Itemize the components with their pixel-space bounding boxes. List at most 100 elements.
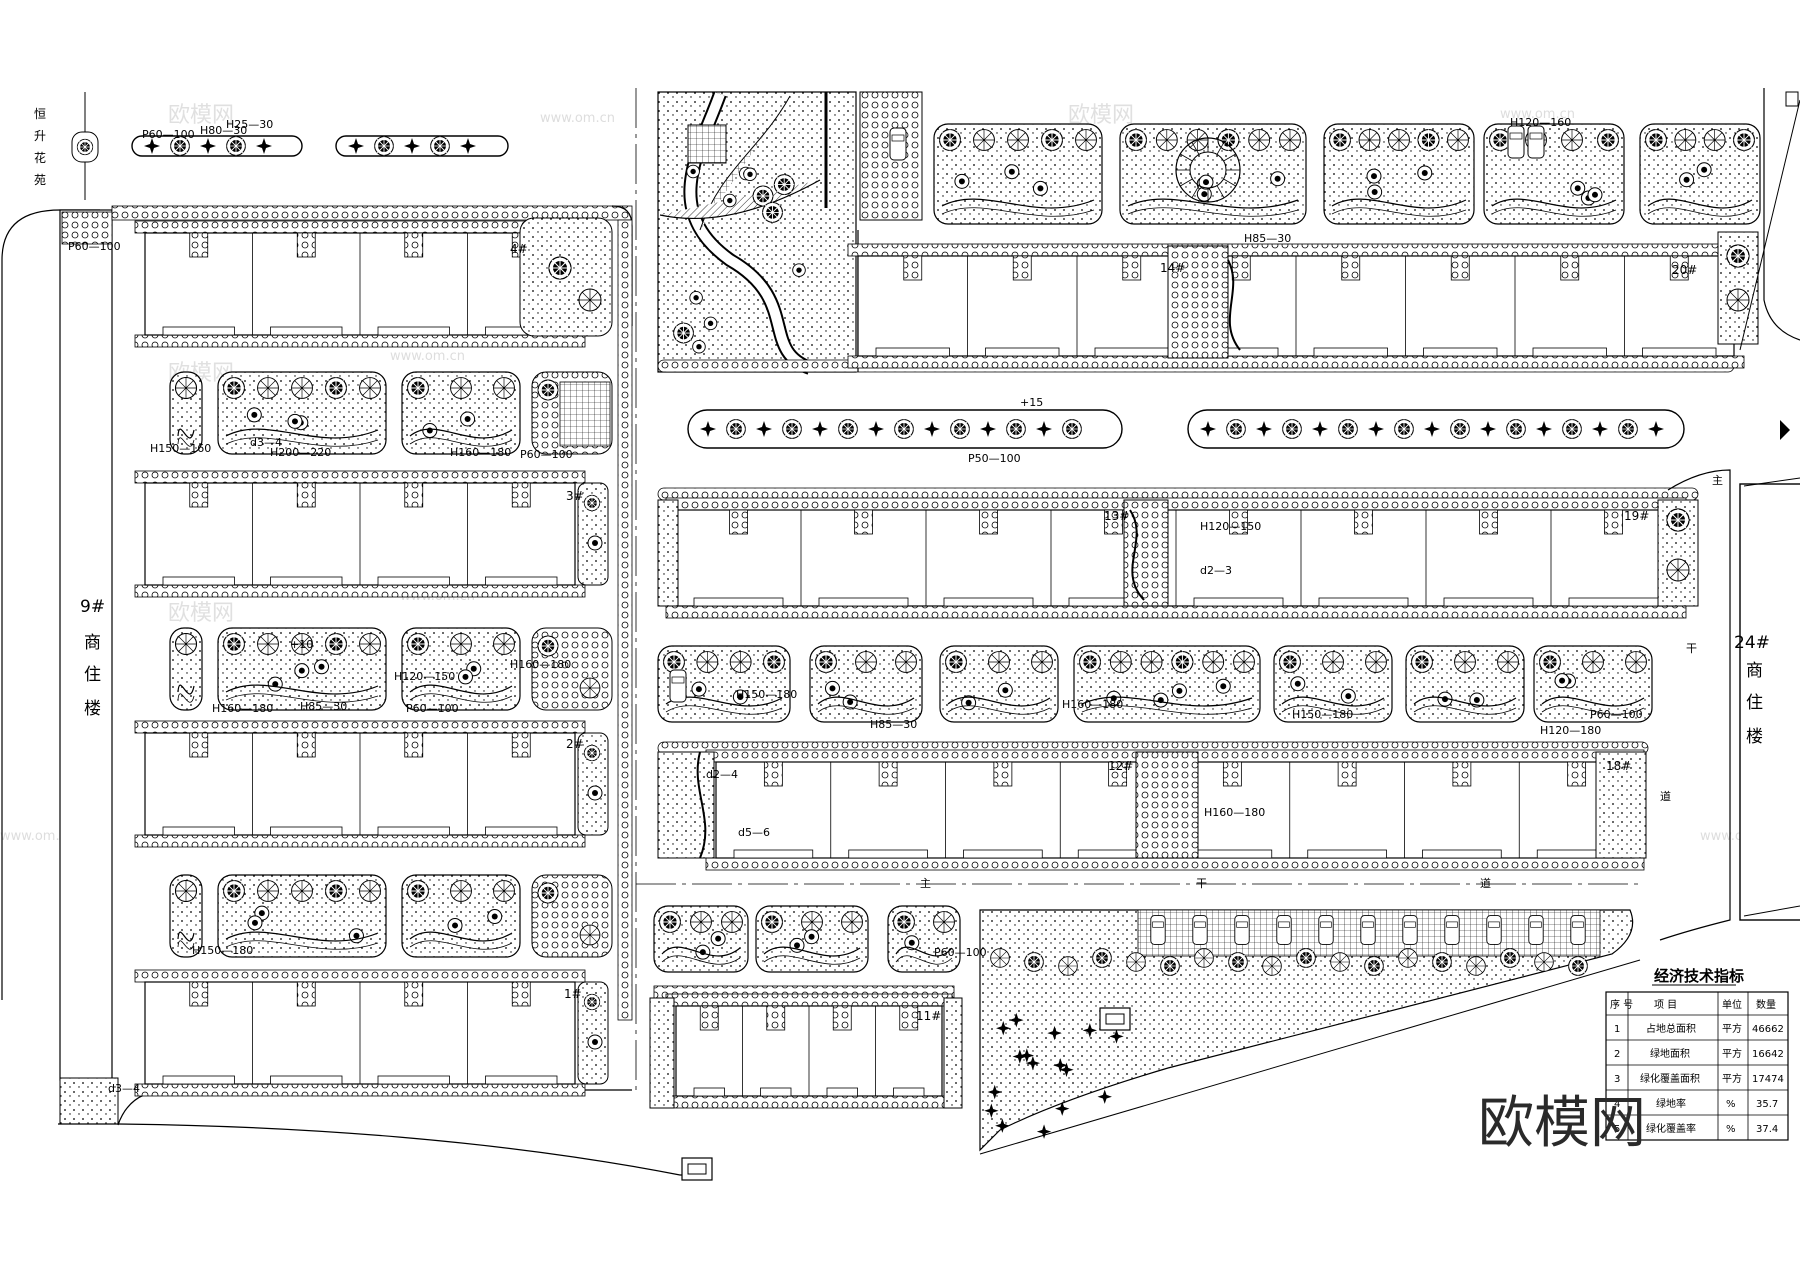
entry-walk: [1231, 255, 1251, 281]
treeO-symbol: [1233, 651, 1255, 673]
car-symbol: [1150, 915, 1166, 945]
svg-text:升: 升: [34, 129, 46, 143]
watermark-text: www.om.cn: [390, 349, 465, 364]
building-13-number: 13#: [1104, 509, 1129, 523]
treeO-symbol: [1202, 651, 1225, 673]
shrub-symbol: [691, 681, 707, 697]
tree-symbol: [1228, 952, 1248, 972]
svg-text:H120—150: H120—150: [1200, 520, 1261, 533]
svg-text:单位: 单位: [1722, 998, 1742, 1011]
courtyard-walk: [1167, 245, 1229, 359]
paved-strip: [665, 605, 1687, 619]
treeO-symbol: [1454, 651, 1476, 673]
svg-text:H150—180: H150—180: [736, 688, 797, 701]
tree-symbol: [1726, 244, 1750, 268]
shrub-symbol: [1153, 692, 1169, 708]
paved-strip: [705, 857, 1645, 871]
garden-path-curve: [1413, 696, 1517, 707]
plan-line: [1216, 185, 1225, 198]
tree-symbol: [950, 419, 970, 439]
tree-symbol: [406, 632, 430, 656]
svg-text:17474: 17474: [1752, 1074, 1784, 1085]
tree-symbol: [814, 650, 838, 674]
tree-symbol: [374, 136, 394, 156]
garden-path-curve: [225, 940, 379, 950]
courtyard-walk: [1135, 751, 1199, 859]
tree-symbol: [583, 993, 601, 1011]
planting-annotations: P60—100 H80—30 H25—30 P60—100 H150—160 H…: [68, 116, 1643, 1095]
treeO-symbol: [841, 911, 863, 933]
watermark-text: www.om.cn: [1500, 107, 1575, 122]
building-1-number: 1#: [564, 987, 582, 1001]
garden-path-curve: [661, 955, 741, 965]
pump-house-inner: [1105, 1013, 1125, 1025]
treeO-symbol: [579, 924, 601, 946]
shrub-symbol: [997, 682, 1013, 698]
building-24-label: 24# 商 住 楼: [1734, 633, 1770, 747]
tree-symbol: [1296, 948, 1316, 968]
garden-path-curve: [1281, 696, 1385, 707]
star-symbol: [1097, 1089, 1112, 1104]
treeO-symbol: [855, 651, 877, 673]
watermark-text: www.om.cn: [540, 111, 615, 126]
treeO-symbol: [1194, 948, 1214, 968]
garden-path-curve: [1647, 198, 1753, 209]
shrub-symbol: [1417, 165, 1433, 181]
entry-walk: [699, 1005, 719, 1031]
shrub-symbol: [703, 316, 718, 331]
entry-walk: [296, 482, 316, 508]
balcony: [162, 1075, 235, 1085]
treeO-symbol: [1534, 952, 1554, 972]
balcony: [162, 826, 235, 836]
economic-index-table: 经济技术指标 序 号 项 目 单位 数量 1 占地总面积 平方 46662 2 …: [1605, 967, 1789, 1141]
svg-text:苑: 苑: [34, 173, 46, 187]
tree-symbol: [1124, 128, 1148, 152]
main-road-label: 主 干 道: [920, 876, 1491, 890]
balcony: [485, 576, 558, 586]
garden-pod: [1533, 645, 1653, 723]
treeO-symbol: [1330, 952, 1350, 972]
svg-text:P50—100: P50—100: [968, 452, 1021, 465]
car-symbol: [1234, 915, 1250, 945]
treeO-symbol: [257, 633, 279, 655]
svg-text:H80—30: H80—30: [200, 124, 247, 137]
paved-strip: [134, 470, 586, 484]
svg-text:主: 主: [1712, 474, 1723, 487]
shrub-symbol: [792, 263, 806, 277]
balcony: [1307, 849, 1387, 859]
tree-symbol: [548, 256, 572, 280]
watermark-text: 欧模网: [168, 103, 234, 128]
tree-symbol: [1226, 419, 1246, 439]
svg-text:H150—180: H150—180: [1292, 708, 1353, 721]
entry-walk: [404, 732, 424, 758]
shrub-symbol: [348, 928, 364, 944]
garden-path-curve: [409, 693, 513, 703]
car-symbol: [889, 127, 907, 161]
treeO-symbol: [359, 377, 381, 399]
shrub-symbol: [422, 423, 438, 439]
entry-walk: [1337, 761, 1357, 787]
garden-path-curve: [1281, 705, 1385, 715]
garden-path-curve: [177, 437, 195, 447]
balcony: [693, 1087, 725, 1097]
courtyard-curve: [1129, 509, 1145, 601]
garden-path-curve: [1647, 207, 1753, 217]
treeO-symbol: [1388, 129, 1410, 151]
garden-path-curve: [763, 955, 861, 965]
car-symbol: [1276, 915, 1292, 945]
car-symbol: [1527, 125, 1545, 159]
treeO-symbol: [1466, 956, 1486, 976]
svg-text:干: 干: [1196, 877, 1207, 890]
tree-symbol: [1417, 128, 1440, 152]
shrub-symbol: [457, 669, 473, 685]
treeO-symbol: [988, 651, 1010, 673]
tree-symbol: [673, 322, 694, 344]
treeO-symbol: [291, 880, 313, 902]
treeO-symbol: [359, 633, 381, 655]
svg-text:H160—180: H160—180: [1062, 698, 1123, 711]
entry-walk: [1222, 761, 1242, 787]
plan-line: [1191, 185, 1200, 198]
tree-symbol: [782, 419, 802, 439]
balcony: [377, 576, 450, 586]
balcony: [377, 1075, 450, 1085]
